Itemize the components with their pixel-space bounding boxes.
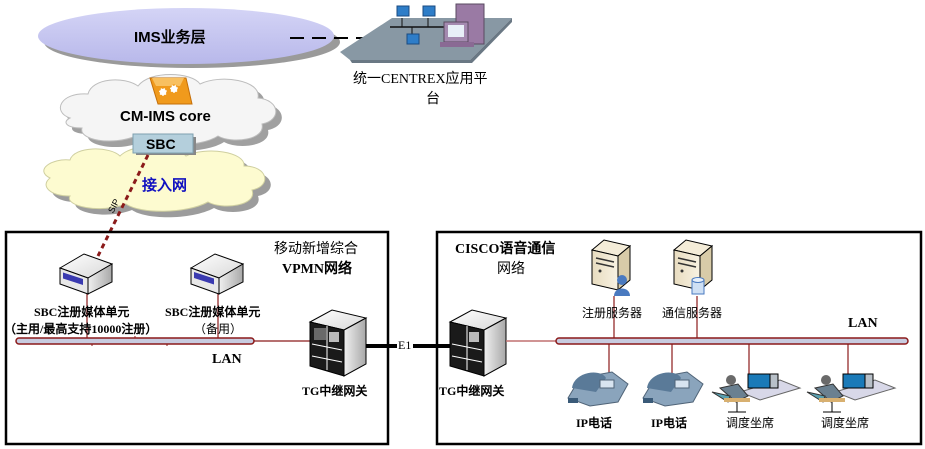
ip-phone-1-label: IP电话 bbox=[576, 416, 613, 430]
access-network-label: 接入网 bbox=[142, 177, 188, 194]
sbc-backup-unit-icon bbox=[189, 253, 245, 295]
sbc-primary-unit-icon bbox=[58, 253, 114, 295]
cisco-lan-bar bbox=[506, 296, 909, 378]
centrex-platform-label-line1: 统一CENTREX应用平 bbox=[353, 72, 488, 87]
gear-icon bbox=[149, 77, 193, 105]
ims-service-layer-label: IMS业务层 bbox=[134, 29, 206, 46]
dispatch-console-1-label: 调度坐席 bbox=[726, 416, 775, 430]
ims-service-layer-ellipse bbox=[38, 8, 340, 68]
cisco-title-line2: 网络 bbox=[497, 262, 525, 277]
vpmn-lan-bar bbox=[15, 292, 310, 346]
sbc-backup-label-line1: SBC注册媒体单元 bbox=[165, 305, 261, 319]
sbc-label: SBC bbox=[146, 136, 176, 152]
centrex-platform-icon bbox=[340, 3, 512, 63]
ip-phone-1-icon bbox=[567, 371, 629, 407]
cm-ims-core-label: CM-IMS core bbox=[120, 108, 211, 125]
registration-server-label: 注册服务器 bbox=[582, 306, 643, 320]
vpmn-title-line1: 移动新增综合 bbox=[274, 242, 358, 257]
sbc-backup-label-line2: （备用） bbox=[194, 322, 243, 336]
vpmn-network-frame bbox=[4, 230, 390, 446]
vpmn-lan-label: LAN bbox=[212, 352, 242, 367]
cisco-tg-gateway-icon bbox=[448, 309, 508, 377]
sbc-box bbox=[132, 133, 196, 155]
dispatch-console-2-label: 调度坐席 bbox=[821, 416, 870, 430]
sbc-primary-label-line1: SBC注册媒体单元 bbox=[34, 305, 130, 319]
vpmn-tg-gateway-icon bbox=[308, 309, 368, 377]
e1-label: E1 bbox=[398, 338, 412, 352]
communication-server-icon bbox=[672, 239, 714, 295]
cisco-network-frame bbox=[435, 230, 923, 446]
access-network-cloud bbox=[43, 145, 271, 218]
communication-server-label: 通信服务器 bbox=[662, 306, 723, 320]
vpmn-tg-gateway-label: TG中继网关 bbox=[302, 384, 368, 398]
sip-link bbox=[96, 154, 150, 257]
cm-ims-core-cloud bbox=[59, 74, 282, 151]
ip-phone-2-icon bbox=[642, 371, 704, 407]
ip-phone-2-label: IP电话 bbox=[651, 416, 688, 430]
cisco-title-line1: CISCO语音通信 bbox=[455, 242, 556, 257]
centrex-platform-label-line2: 台 bbox=[426, 92, 440, 107]
cisco-tg-gateway-label: TG中继网关 bbox=[439, 384, 505, 398]
registration-server-icon bbox=[590, 239, 632, 296]
cisco-lan-label: LAN bbox=[848, 316, 878, 331]
dispatch-console-2-icon bbox=[806, 373, 897, 413]
dispatch-console-1-icon bbox=[711, 373, 802, 413]
vpmn-title-line2: VPMN网络 bbox=[282, 262, 352, 277]
sbc-primary-label-line2: （主用/最高支持10000注册） bbox=[4, 322, 158, 336]
